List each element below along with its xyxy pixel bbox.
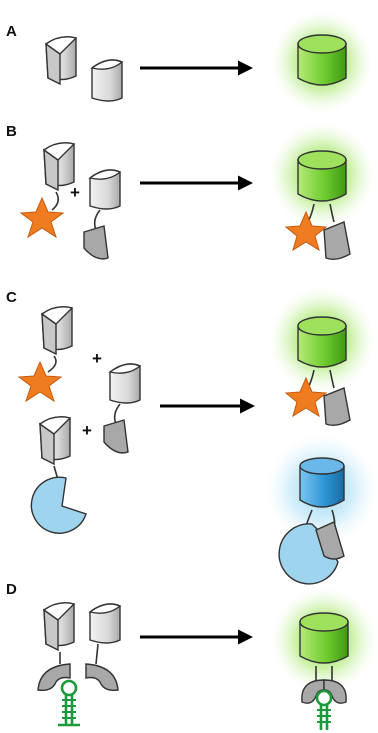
split-protein-fragment-icon: [88, 169, 122, 210]
reconstituted-green-fluorescent-barrel-icon: [297, 316, 347, 368]
split-protein-fragment-icon: [38, 416, 72, 466]
rna-hairpin-icon: [315, 689, 333, 730]
reconstituted-blue-fluorescent-barrel-icon: [299, 457, 345, 508]
panel-a: A: [6, 12, 372, 112]
plus-sign: +: [70, 183, 80, 202]
linker: [47, 355, 57, 373]
panel-label-a: A: [6, 23, 17, 40]
plus-sign: +: [92, 349, 102, 368]
reconstituted-green-fluorescent-barrel-icon: [299, 612, 349, 664]
reconstituted-green-fluorescent-barrel-icon: [297, 150, 347, 202]
reconstituted-green-fluorescent-barrel-icon: [297, 34, 347, 86]
linker: [329, 203, 335, 223]
split-protein-fragment-icon: [42, 602, 76, 652]
star-interaction-partner-icon: [284, 376, 328, 418]
split-protein-fragment-icon: [90, 59, 124, 102]
pacman-interaction-partner-icon: [30, 476, 87, 534]
split-protein-fragment-icon: [40, 306, 74, 356]
rna-hairpin-icon: [58, 679, 80, 727]
star-interaction-partner-icon: [17, 360, 63, 403]
panel-label-c: C: [6, 289, 17, 306]
gray-interaction-partner-icon: [103, 419, 129, 454]
panel-d: D: [6, 581, 376, 730]
panel-label-d: D: [6, 581, 17, 598]
rna-binding-domain-icon: [37, 663, 71, 692]
gray-interaction-partner-icon: [323, 221, 351, 261]
split-protein-fragment-icon: [44, 36, 78, 86]
split-protein-fragment-icon: [42, 142, 76, 192]
linker: [329, 369, 335, 389]
rna-binding-domain-icon: [85, 663, 119, 692]
gray-interaction-partner-icon: [83, 225, 109, 260]
panel-label-b: B: [6, 123, 17, 140]
star-interaction-partner-icon: [19, 196, 65, 239]
gray-interaction-partner-icon: [323, 387, 351, 427]
plus-sign: +: [82, 421, 92, 440]
split-protein-fragment-icon: [108, 363, 142, 404]
linker: [51, 191, 60, 211]
split-protein-fragment-icon: [88, 603, 122, 644]
panel-c: C + +: [6, 288, 378, 585]
star-interaction-partner-icon: [284, 210, 328, 252]
gray-interaction-partner-icon: [315, 521, 345, 560]
panel-b: B +: [6, 123, 374, 261]
linker: [95, 643, 99, 665]
